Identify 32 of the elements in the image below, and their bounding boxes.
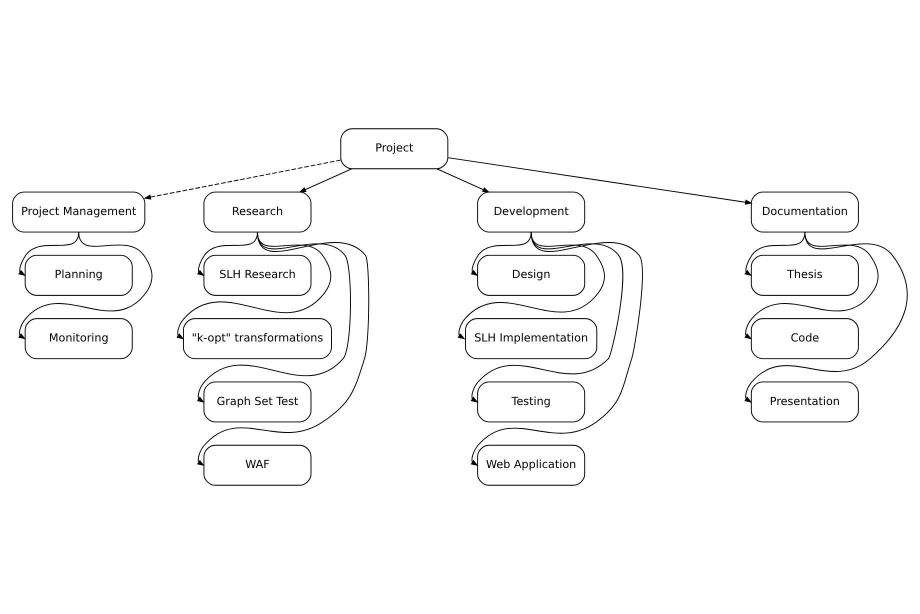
arrow — [436, 168, 490, 193]
node-box: Documentation — [750, 192, 859, 233]
node-box: Project — [340, 128, 448, 170]
arrow — [18, 232, 80, 276]
arrow — [470, 232, 624, 403]
node-box: Planning — [24, 254, 133, 296]
arrow — [744, 232, 806, 276]
node-box: Design — [477, 254, 586, 296]
arrow — [744, 232, 908, 403]
node-box: Project Management — [12, 192, 146, 233]
node-box: SLH Implementation — [465, 318, 598, 360]
node-box: Monitoring — [24, 318, 133, 360]
node-box: Research — [203, 192, 312, 233]
node-box: Code — [750, 318, 859, 360]
node-box: Testing — [477, 381, 586, 422]
node-box: "k-opt" transformations — [182, 318, 332, 360]
arrow — [458, 232, 605, 340]
arrow — [470, 232, 532, 276]
node-box: WAF — [203, 444, 312, 486]
arrow — [298, 168, 352, 193]
arrow — [18, 232, 152, 340]
node-box: Graph Set Test — [203, 381, 312, 422]
arrow — [744, 232, 879, 340]
arrow — [143, 160, 342, 200]
arrow — [196, 232, 370, 466]
node-box: Development — [477, 192, 586, 233]
node-box: Presentation — [750, 381, 859, 422]
node-box: Web Application — [477, 444, 586, 486]
node-box: Thesis — [750, 254, 859, 296]
arrow — [470, 232, 643, 466]
arrow — [448, 157, 753, 205]
node-box: SLH Research — [203, 254, 312, 296]
